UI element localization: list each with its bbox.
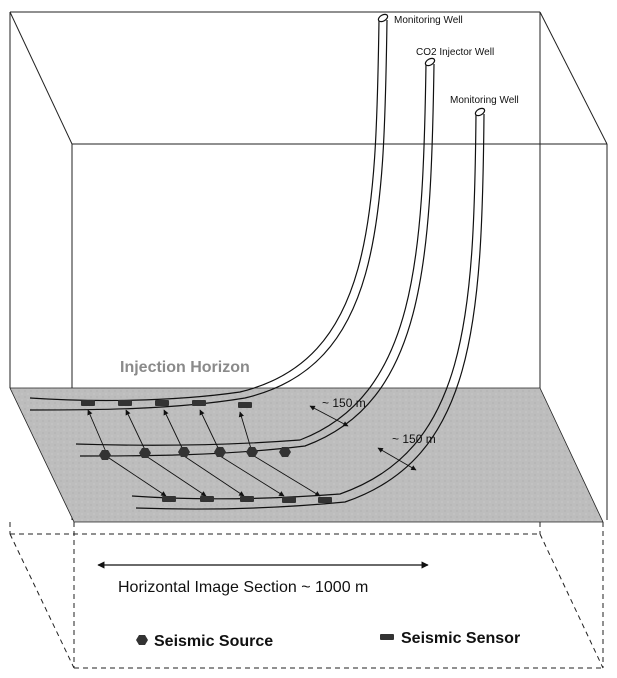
seismic-sensor xyxy=(318,497,332,503)
spacing-upper-label: ~ 150 m xyxy=(322,396,366,410)
injection-horizon-label: Injection Horizon xyxy=(120,359,250,376)
seismic-source xyxy=(139,448,151,458)
seismic-sensor xyxy=(282,497,296,503)
seismic-source xyxy=(178,447,190,457)
box-bottom-frame xyxy=(9,522,604,669)
seismic-sensor xyxy=(238,402,252,408)
seismic-sensor xyxy=(162,496,176,502)
sources-injector-well xyxy=(99,447,291,460)
legend-sensor-marker xyxy=(380,634,394,640)
seismic-sensor xyxy=(240,496,254,502)
spacing-arrow-upper xyxy=(309,405,349,427)
sensors-lower-well xyxy=(162,496,332,503)
seismic-sensor xyxy=(118,400,132,406)
monitoring-well-1 xyxy=(29,13,389,411)
injection-horizon-plane xyxy=(9,387,604,523)
spacing-lower-label: ~ 150 m xyxy=(392,432,436,446)
seismic-source xyxy=(99,450,111,460)
ray-paths xyxy=(87,409,321,497)
seismic-sensor xyxy=(81,400,95,406)
seismic-source xyxy=(246,447,258,457)
monitoring-well-1-label: Monitoring Well xyxy=(394,15,463,26)
legend-source-marker xyxy=(136,635,148,645)
injector-well-label: CO2 Injector Well xyxy=(416,47,494,58)
legend-sensor-label: Seismic Sensor xyxy=(401,630,520,647)
seismic-source xyxy=(214,447,226,457)
sensors-upper-well xyxy=(81,400,252,408)
seismic-sensor xyxy=(200,496,214,502)
seismic-source xyxy=(279,447,291,457)
spacing-arrow-lower xyxy=(377,447,417,471)
legend: Seismic Source Seismic Sensor xyxy=(136,630,520,650)
horizontal-section-label: Horizontal Image Section ~ 1000 m xyxy=(118,579,368,596)
seismic-sensor xyxy=(192,400,206,406)
legend-source-label: Seismic Source xyxy=(154,633,273,650)
monitoring-well-2-label: Monitoring Well xyxy=(450,95,519,106)
box-back-frame xyxy=(9,11,608,388)
seismic-sensor xyxy=(155,400,169,406)
